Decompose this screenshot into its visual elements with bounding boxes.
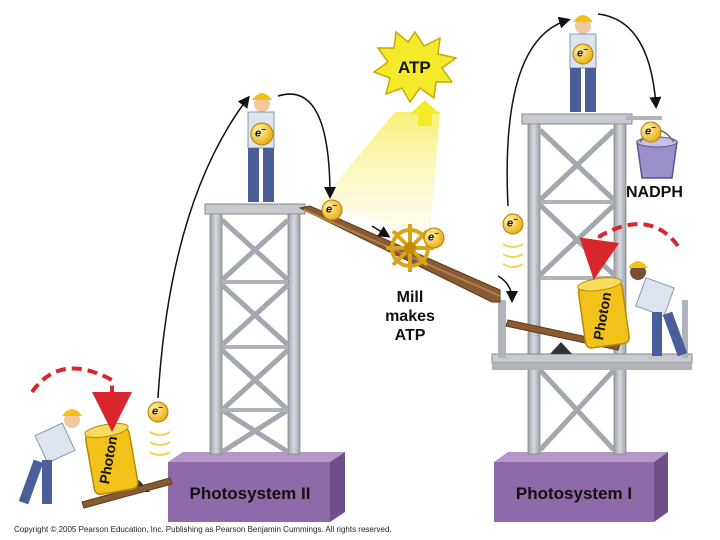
mill-label-line-2: makes: [385, 308, 435, 325]
atp-label: ATP: [398, 58, 431, 77]
electron-label-ps2-worker: e−: [255, 125, 266, 140]
atp-light-beam: [318, 112, 440, 236]
photon-canister-icon-right: [577, 277, 630, 349]
electron-trail-left: [149, 431, 171, 456]
electron-ball-icon-ramp-top: [321, 199, 343, 221]
arrow-ps2-drop: [277, 93, 336, 199]
photosystem-ii-base: [168, 452, 345, 522]
arrow-ramp-end: [497, 275, 518, 303]
atp-starburst-icon: [372, 30, 458, 104]
electron-label-bucket: e−: [645, 123, 656, 138]
photosystem-ii-tower: [204, 203, 306, 455]
electron-ball-icon-bucket: [640, 121, 662, 143]
nadph-label: NADPH: [626, 184, 683, 201]
arrow-ps2-launch: [157, 95, 250, 399]
photosystem-i-label: Photosystem I: [515, 484, 633, 503]
electron-ball-icon-ps2-launch: [147, 401, 169, 423]
hardhat-worker-icon-tower-ii: [247, 93, 275, 202]
photosystem-i-tower: [491, 113, 693, 455]
hardhat-worker-icon-left: [18, 409, 82, 505]
copyright-notice: Copyright © 2005 Pearson Education, Inc.…: [14, 525, 392, 534]
electron-label-ps1-worker: e−: [577, 45, 588, 60]
water-wheel-icon: [386, 224, 434, 272]
photosystem-ii-label: Photosystem II: [189, 484, 311, 503]
trajectory-arrows: [157, 13, 662, 399]
electron-ball-icon-ps2-worker: [250, 122, 274, 146]
electron-trail-right: [502, 243, 524, 268]
arrow-ramp: [371, 225, 391, 238]
electron-ball-icon-mill: [423, 227, 445, 249]
electron-label-ramp-top: e−: [326, 201, 337, 216]
arrow-ps1-launch: [506, 16, 571, 207]
electron-label-ps1-launch: e−: [507, 215, 518, 230]
mill-label-line-3: ATP: [394, 327, 426, 344]
red-arrow-right: [579, 222, 680, 280]
electron-ball-icon-ps1-worker: [572, 43, 594, 65]
mill-makes-atp-label: Mill makes ATP: [370, 288, 450, 345]
electron-label-ps2-launch: e−: [152, 403, 163, 418]
atp-arrow-icon: [410, 100, 440, 126]
photosystem-i-base: [494, 452, 668, 522]
red-arrow-left: [30, 366, 132, 432]
hardhat-worker-icon-right: [628, 261, 688, 357]
mill-label-line-1: Mill: [396, 289, 424, 306]
arrow-ps1-drop: [597, 13, 662, 109]
electron-label-mill: e−: [428, 229, 439, 244]
red-dashed-arrows: [30, 222, 680, 432]
electron-ball-icon-ps1-launch: [502, 213, 524, 235]
